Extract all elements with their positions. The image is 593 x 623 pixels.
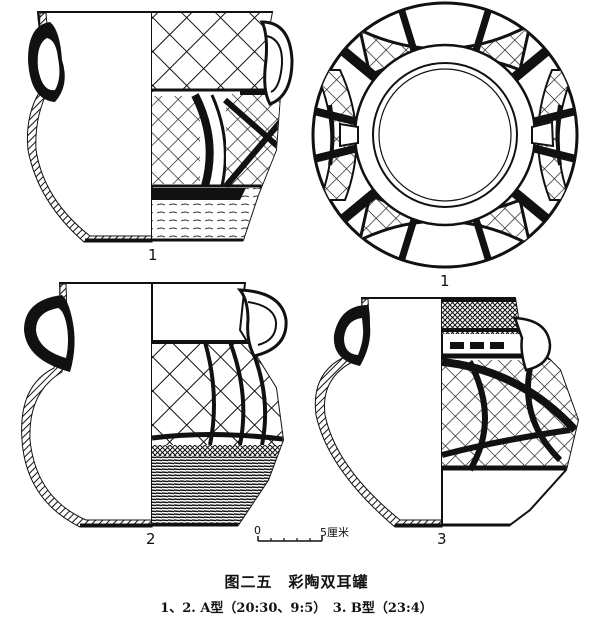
scale-bar bbox=[257, 536, 323, 542]
pot-2-number: 2 bbox=[146, 530, 156, 548]
pot-3-handle-right bbox=[513, 316, 552, 372]
scale-end-label: 5厘米 bbox=[320, 526, 349, 539]
pottery-drawings bbox=[21, 1, 580, 542]
pot-1-plan-view bbox=[311, 1, 579, 269]
pot-2-handle-right bbox=[236, 288, 288, 358]
scale-zero-label: 0 bbox=[254, 524, 261, 537]
pot-3-number: 3 bbox=[437, 530, 447, 548]
plan-handle-left bbox=[339, 122, 359, 148]
pot-1-drawing bbox=[26, 11, 294, 243]
pot-2-drawing bbox=[21, 282, 288, 528]
plan-1-number: 1 bbox=[440, 272, 450, 290]
figure-title: 图二五 彩陶双耳罐 bbox=[224, 573, 369, 591]
pot-1-handle-right bbox=[259, 20, 294, 106]
plan-handle-right bbox=[531, 120, 555, 148]
pot-3-drawing bbox=[314, 297, 580, 528]
figure-subtitle: 1、2. A型（20:30、9:5） 3. B型（23:4） bbox=[160, 601, 433, 616]
pot-1-number: 1 bbox=[148, 246, 158, 264]
